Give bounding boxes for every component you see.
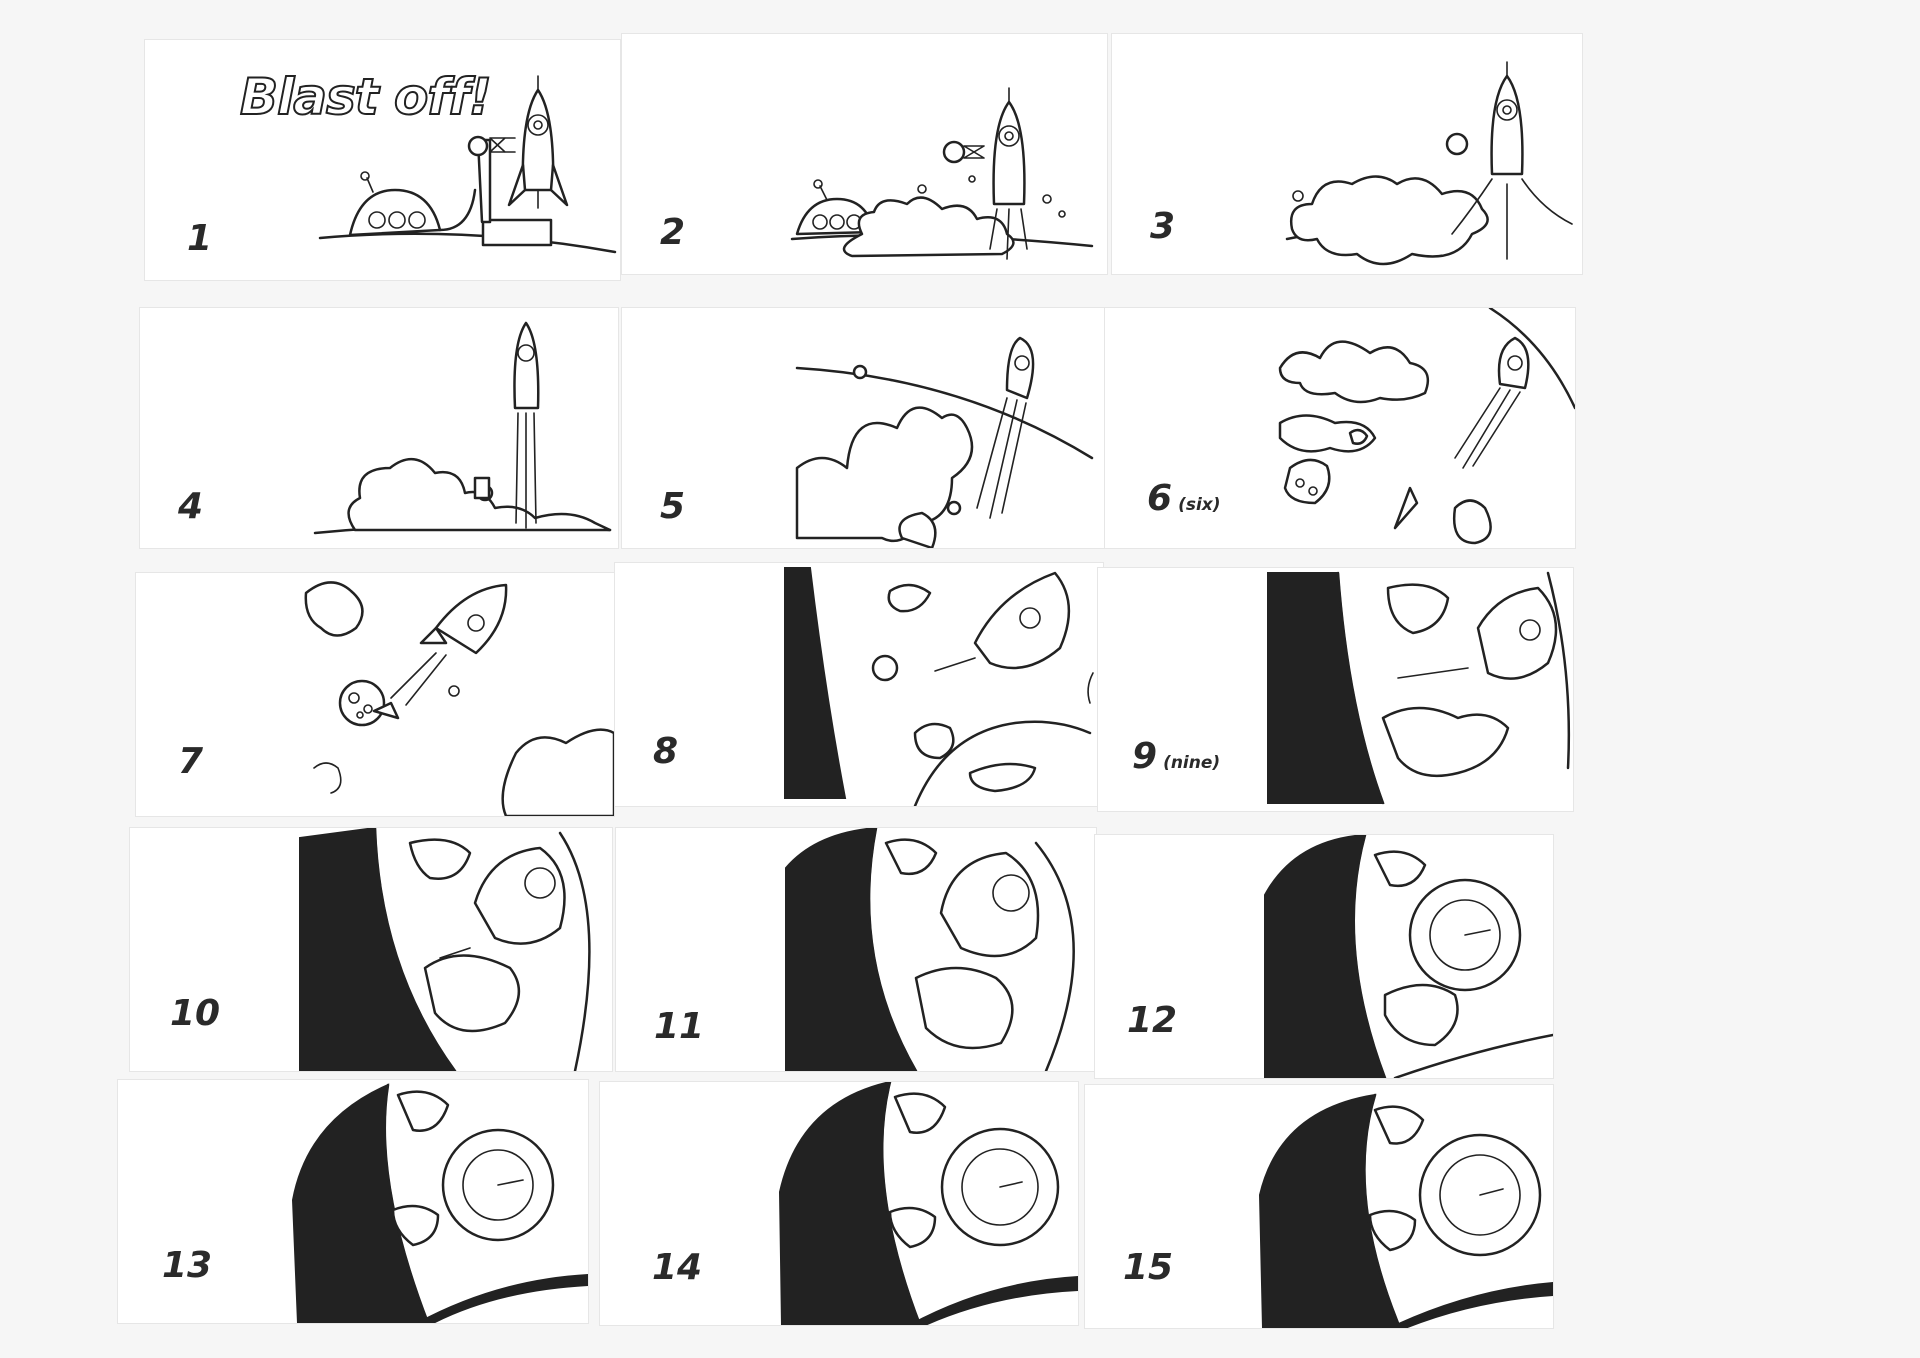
frame-number: 5 — [660, 486, 685, 527]
frame-number: 6(six) — [1147, 478, 1221, 519]
ignition-illustration — [790, 87, 1094, 260]
frame-number: 10 — [170, 993, 220, 1034]
frame-number-text: 2 — [660, 212, 686, 253]
frame-number: 2 — [660, 212, 685, 253]
storyboard-frame-2: 2 — [622, 34, 1107, 274]
frame-number-text: 12 — [1127, 1000, 1178, 1041]
frame-number-text: 9 — [1132, 736, 1158, 777]
frame-number: 14 — [652, 1247, 702, 1288]
frame-number: 3 — [1150, 206, 1175, 247]
final-cockpit-illustration — [1258, 1093, 1553, 1328]
frame-number-text: 10 — [170, 993, 221, 1034]
storyboard-frame-7: 7 — [136, 573, 614, 816]
space-travel-illustration — [304, 581, 614, 816]
storyboard-frame-15: 15 — [1085, 1085, 1553, 1328]
frame-number-text: 11 — [654, 1006, 705, 1047]
frame-number: 4 — [178, 486, 203, 527]
earth-closeup-illustration — [299, 828, 591, 1071]
frame-number-text: 5 — [660, 486, 686, 527]
cockpit-closer-illustration — [778, 1082, 1078, 1325]
frame-number: 13 — [162, 1245, 212, 1286]
frame-number-text: 1 — [187, 218, 213, 259]
storyboard-frame-9: 9(nine) — [1098, 568, 1573, 811]
earth-window-illustration — [1264, 835, 1553, 1078]
storyboard-frame-4: 4 — [140, 308, 618, 548]
storyboard-frame-5: 5 — [622, 308, 1107, 548]
frame-number: 1 — [187, 218, 212, 259]
frame-number-word: (nine) — [1163, 753, 1221, 773]
storyboard-frame-14: 14 — [600, 1082, 1078, 1325]
frame-number: 9(nine) — [1132, 736, 1220, 777]
frame-number-text: 8 — [653, 731, 679, 772]
earth-approach-illustration — [1267, 571, 1571, 805]
storyboard-frame-6: 6(six) — [1105, 308, 1575, 548]
frame-number-text: 4 — [178, 486, 204, 527]
launchpad-illustration — [318, 75, 617, 254]
frame-number-text: 6 — [1147, 478, 1173, 519]
frame-number-word: (six) — [1178, 495, 1221, 515]
storyboard-frame-11: 11 — [616, 828, 1096, 1071]
frame-number-text: 13 — [162, 1245, 213, 1286]
storyboard-frame-10: 10 — [130, 828, 612, 1071]
story-title: Blast off! — [239, 67, 493, 127]
atmosphere-illustration — [795, 336, 1094, 548]
orbit-approach-illustration — [1278, 308, 1575, 545]
frame-number-text: 15 — [1123, 1247, 1174, 1288]
storyboard-frame-13: 13 — [118, 1080, 588, 1323]
storyboard-frame-1: Blast off! 1 — [145, 40, 620, 280]
earth-horizon-illustration — [784, 567, 1094, 806]
frame-number-text: 3 — [1150, 206, 1176, 247]
ascent-illustration — [313, 321, 612, 535]
frame-number-text: 7 — [178, 741, 204, 782]
frame-number: 12 — [1127, 1000, 1177, 1041]
storyboard-frame-12: 12 — [1095, 835, 1553, 1078]
cockpit-view-illustration — [291, 1083, 588, 1323]
storyboard-frame-8: 8 — [615, 563, 1103, 806]
liftoff-illustration — [1285, 61, 1573, 266]
frame-number-text: 14 — [652, 1247, 703, 1288]
storyboard-frame-3: 3 — [1112, 34, 1582, 274]
earth-view-illustration — [785, 828, 1075, 1071]
frame-number: 8 — [653, 731, 678, 772]
frame-number: 7 — [178, 741, 203, 782]
frame-number: 15 — [1123, 1247, 1173, 1288]
frame-number: 11 — [654, 1006, 704, 1047]
